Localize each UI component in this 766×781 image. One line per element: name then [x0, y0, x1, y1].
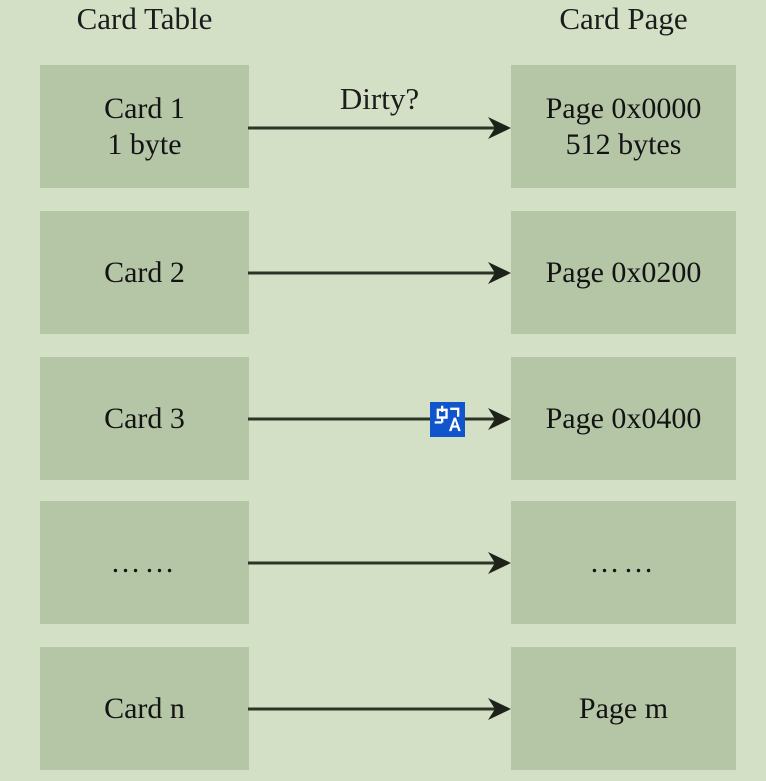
card-page-cell-1-line2: 512 bytes — [565, 127, 682, 161]
card-table-cell-1-line1: Card 1 — [104, 91, 185, 125]
card-table-cell-ellipsis: …… — [40, 501, 249, 624]
card-page-cell-1: Page 0x0000 512 bytes — [511, 65, 736, 188]
card-table-cell-2: Card 2 — [40, 211, 249, 334]
card-page-cell-3-line1: Page 0x0400 — [545, 401, 702, 435]
card-page-cell-ellipsis: …… — [511, 501, 736, 624]
card-page-cell-2-line1: Page 0x0200 — [545, 255, 702, 289]
arrow-row-1 — [248, 108, 511, 148]
card-table-cell-n-line1: Card n — [104, 691, 185, 725]
card-table-cell-n: Card n — [40, 647, 249, 770]
arrow-row-3 — [248, 399, 511, 439]
edge-label-dirty: Dirty? — [339, 81, 420, 116]
card-table-cell-ellipsis-label: …… — [110, 545, 179, 579]
arrow-row-5 — [248, 689, 511, 729]
column-header-card-table: Card Table — [76, 1, 213, 36]
card-page-cell-2: Page 0x0200 — [511, 211, 736, 334]
card-page-cell-m: Page m — [511, 647, 736, 770]
google-translate-icon[interactable] — [430, 402, 465, 437]
arrow-row-4 — [248, 543, 511, 583]
arrow-row-2 — [248, 253, 511, 293]
card-table-cell-1: Card 1 1 byte — [40, 65, 249, 188]
card-table-cell-2-line1: Card 2 — [104, 255, 185, 289]
card-page-cell-m-line1: Page m — [578, 691, 669, 725]
card-page-cell-ellipsis-label: …… — [589, 545, 658, 579]
column-header-card-page: Card Page — [559, 1, 688, 36]
card-page-cell-3: Page 0x0400 — [511, 357, 736, 480]
card-table-cell-3: Card 3 — [40, 357, 249, 480]
card-table-cell-3-line1: Card 3 — [104, 401, 185, 435]
card-table-cell-1-line2: 1 byte — [107, 127, 182, 161]
card-page-cell-1-line1: Page 0x0000 — [545, 91, 702, 125]
